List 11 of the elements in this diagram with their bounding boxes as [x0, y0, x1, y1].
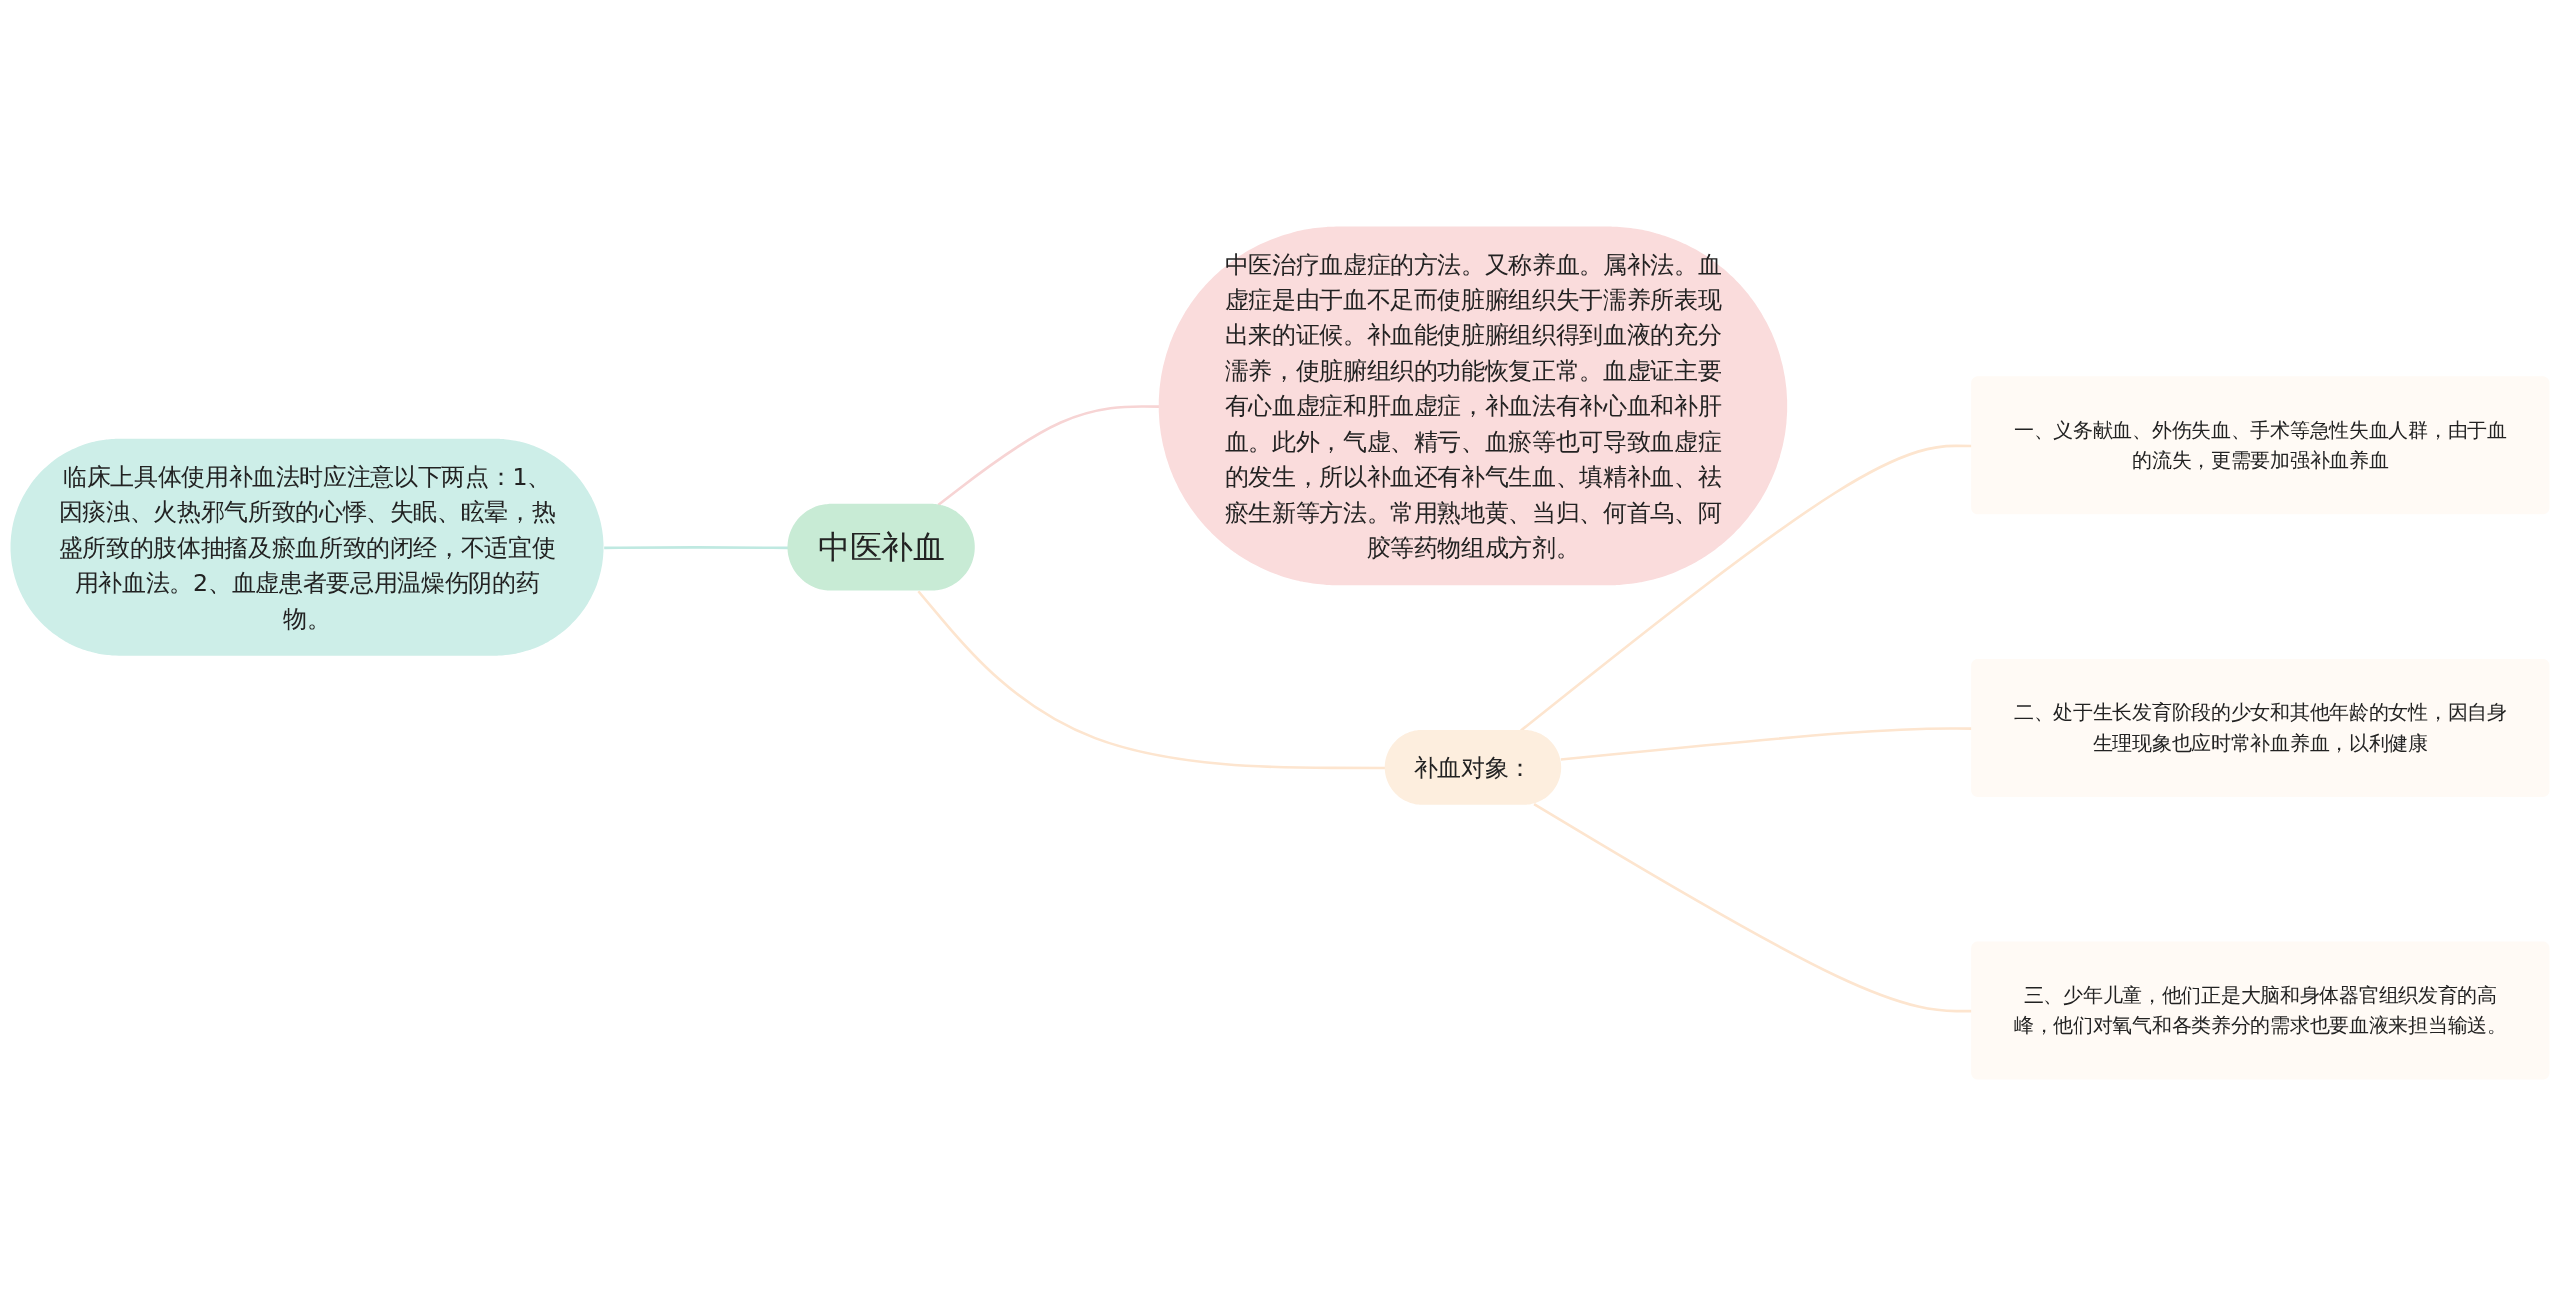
connector	[917, 590, 1386, 770]
node-box: 三、少年儿童，他们正是大脑和身体器官组织发育的高峰，他们对氧气和各类养分的需求也要血液来担当输送。	[1971, 941, 2550, 1080]
node-box: 临床上具体使用补血法时应注意以下两点：1、因痰浊、火热邪气所致的心悸、失眠、眩晕，热盛所致的肢体抽搐及瘀血所致的闭经，不适宜使用补血法。2、血虚患者要忌用温燥伤阴的药物。	[10, 438, 604, 656]
node-box: 一、义务献血、外伤失血、手术等急性失血人群，由于血的流失，更需要加强补血养血	[1971, 376, 2550, 515]
connector	[1520, 444, 1972, 732]
connector	[1533, 803, 1972, 1013]
node-box: 补血对象：	[1384, 729, 1562, 805]
connector	[604, 546, 789, 550]
connector	[1560, 727, 1972, 761]
connector	[937, 405, 1160, 506]
node-box: 二、处于生长发育阶段的少女和其他年龄的女性，因自身生理现象也应时常补血养血，以利健康	[1971, 658, 2550, 797]
